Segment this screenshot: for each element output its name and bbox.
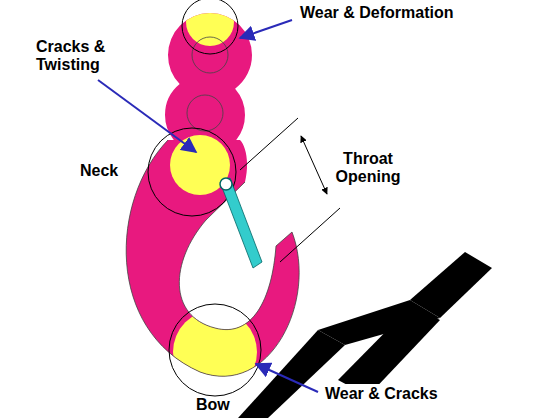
part-name: Bow xyxy=(196,396,256,414)
defect-label: Wear & Cracks xyxy=(322,384,441,404)
defect-label: Cracks & Twisting xyxy=(36,38,136,75)
dimension-label: Throat Opening xyxy=(318,150,418,187)
part-name: Neck xyxy=(80,162,140,180)
dimension-line xyxy=(240,118,340,262)
inspection-circle xyxy=(148,0,261,396)
safety-latch xyxy=(220,178,262,268)
defect-label: Wear & Deformation xyxy=(300,4,540,22)
leader-arrow xyxy=(98,20,318,392)
hook-outline xyxy=(126,37,299,376)
